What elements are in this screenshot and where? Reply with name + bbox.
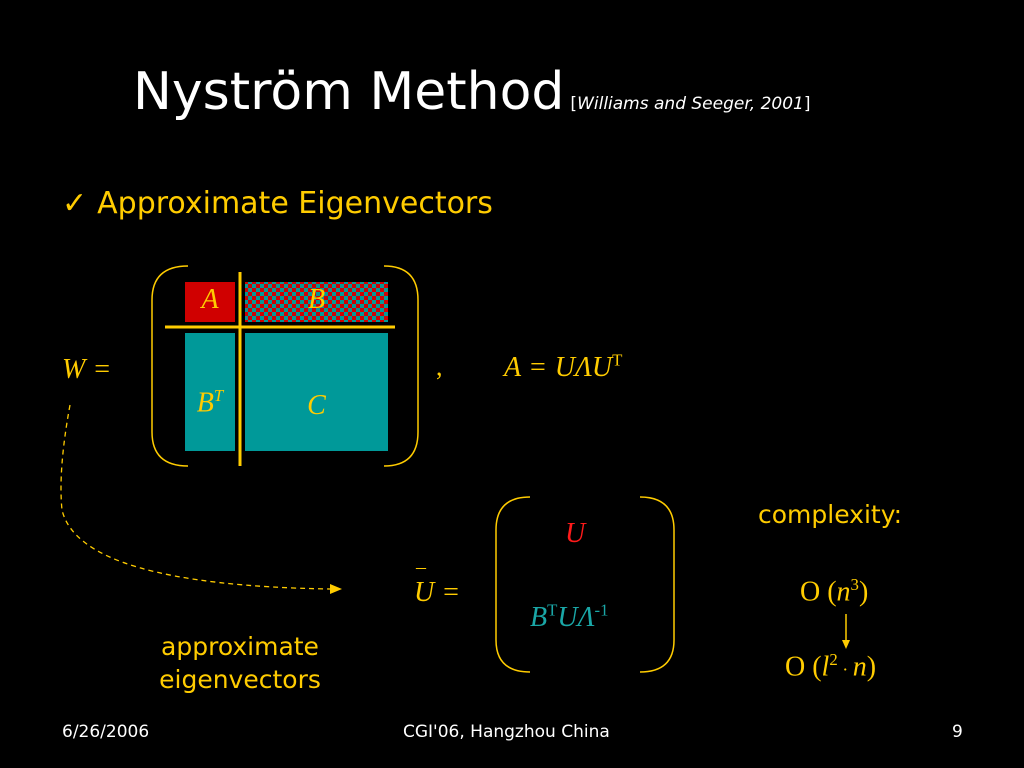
eigen-rhs: UΛU [554, 352, 613, 383]
c2-exp: 2 [829, 650, 838, 669]
matrix-right-bracket [383, 265, 419, 467]
c2-close: ) [866, 651, 877, 683]
block-a-label: A [201, 284, 219, 315]
u-bottom-entry: BTUΛ-1 [530, 600, 609, 634]
complexity-nystrom: O (l2 · n) [785, 650, 876, 683]
bt-base: B [196, 387, 214, 419]
u-bottom-rest: UΛ [557, 602, 595, 633]
u-approx-symbol: U [414, 577, 435, 608]
c2-var1: l [821, 651, 830, 683]
approx-eigenvectors-label: approximate eigenvectors [140, 630, 340, 696]
complexity-original: O (n3) [800, 575, 868, 608]
c1-close: ) [858, 576, 869, 608]
complexity-arrow-head [842, 640, 850, 649]
footer-page-number: 9 [952, 722, 963, 742]
bullet-text: Approximate Eigenvectors [97, 186, 493, 221]
u-bottom-b: B [530, 602, 548, 633]
c2-var2: n [852, 651, 867, 683]
u-approx-label: U = [414, 575, 459, 609]
bt-sup: T [213, 386, 224, 405]
w-equals: = [94, 354, 111, 385]
block-b [245, 282, 388, 322]
u-approx-equals: = [443, 577, 459, 608]
u-bottom-exp: -1 [594, 600, 609, 620]
citation: [Williams and Seeger, 2001] [570, 94, 810, 114]
approx-line1: approximate [161, 632, 319, 661]
dashed-arrow-head [330, 584, 342, 594]
citation-close: ] [803, 94, 811, 114]
separator-comma: , [436, 352, 443, 381]
footer-conference: CGI'06, Hangzhou China [403, 722, 610, 742]
c1-var: n [836, 576, 851, 608]
block-bt [185, 333, 235, 451]
bullet-item: ✓ Approximate Eigenvectors [62, 186, 493, 221]
c2-open: O ( [785, 651, 822, 683]
block-c [245, 333, 388, 451]
block-b-label: B [307, 284, 326, 315]
u-top-entry: U [565, 518, 586, 549]
c1-open: O ( [800, 576, 837, 608]
matrix-left-bracket [151, 265, 189, 467]
w-symbol: W [62, 354, 86, 385]
w-equation-label: W = [62, 352, 110, 386]
approx-line2: eigenvectors [159, 665, 321, 694]
citation-text: Williams and Seeger, 2001 [577, 94, 804, 114]
dashed-arrow [60, 404, 331, 590]
footer-date: 6/26/2006 [62, 722, 150, 742]
eigen-sup: T [612, 350, 623, 370]
title-text: Nyström Method [133, 62, 565, 122]
complexity-label: complexity: [758, 500, 903, 529]
u-left-bracket [495, 496, 531, 673]
c1-exp: 3 [850, 575, 859, 594]
slide-title: Nyström Method[Williams and Seeger, 2001… [133, 62, 811, 122]
u-bar-mark: – [416, 556, 426, 578]
c2-dot: · [837, 659, 853, 680]
eigen-a: A [504, 352, 522, 383]
block-bt-label: BT [185, 386, 235, 419]
check-icon: ✓ [62, 186, 88, 221]
u-right-bracket [639, 496, 675, 673]
block-a [185, 282, 235, 322]
eigendecomposition-equation: A = UΛUT [504, 350, 622, 384]
citation-open: [ [570, 94, 578, 114]
u-bottom-sup: T [547, 600, 558, 620]
eigen-equals: = [530, 352, 546, 383]
block-c-label: C [307, 390, 326, 421]
